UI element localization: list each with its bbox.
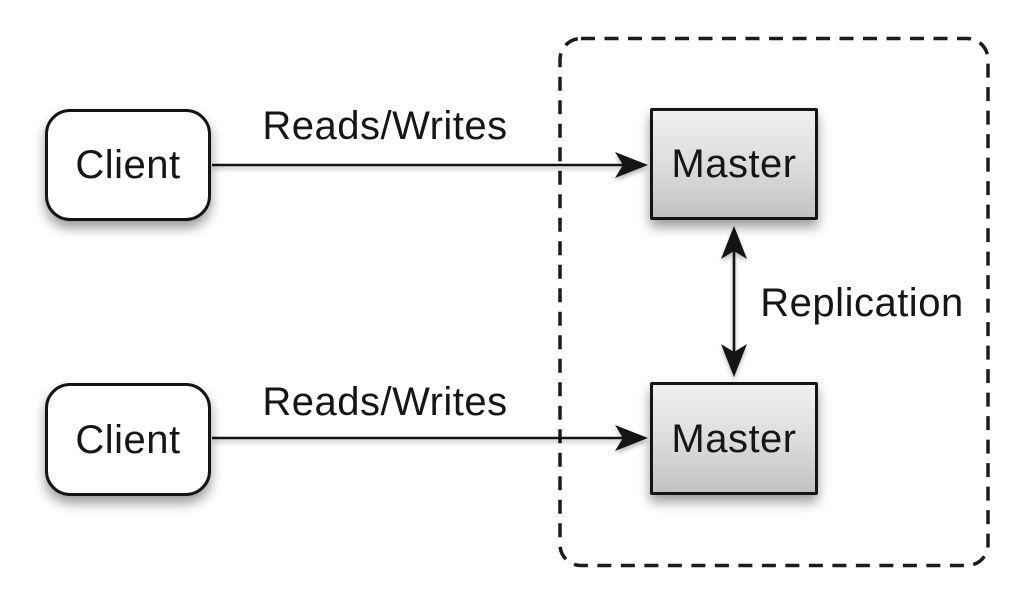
edge-reads-writes-bottom bbox=[212, 425, 648, 451]
master-node-2: Master bbox=[650, 382, 818, 495]
edge-reads-writes-top bbox=[212, 152, 648, 178]
edge-label-replication: Replication bbox=[760, 281, 964, 325]
master-node-1: Master bbox=[650, 108, 818, 220]
client-label: Client bbox=[75, 417, 181, 462]
arrowhead-down-icon bbox=[721, 344, 747, 377]
arrowhead-right-icon bbox=[615, 152, 648, 178]
edge-label-reads-writes-bottom: Reads/Writes bbox=[262, 380, 508, 424]
client-node-1: Client bbox=[45, 109, 211, 221]
edge-replication bbox=[721, 226, 747, 377]
arrowhead-up-icon bbox=[721, 226, 747, 259]
client-node-2: Client bbox=[45, 383, 211, 496]
edge-label-reads-writes-top: Reads/Writes bbox=[262, 104, 508, 148]
client-label: Client bbox=[75, 143, 181, 187]
arrowhead-right-icon bbox=[615, 425, 648, 451]
replication-group-boundary bbox=[558, 36, 990, 568]
master-label: Master bbox=[671, 142, 797, 186]
master-label: Master bbox=[671, 416, 797, 461]
